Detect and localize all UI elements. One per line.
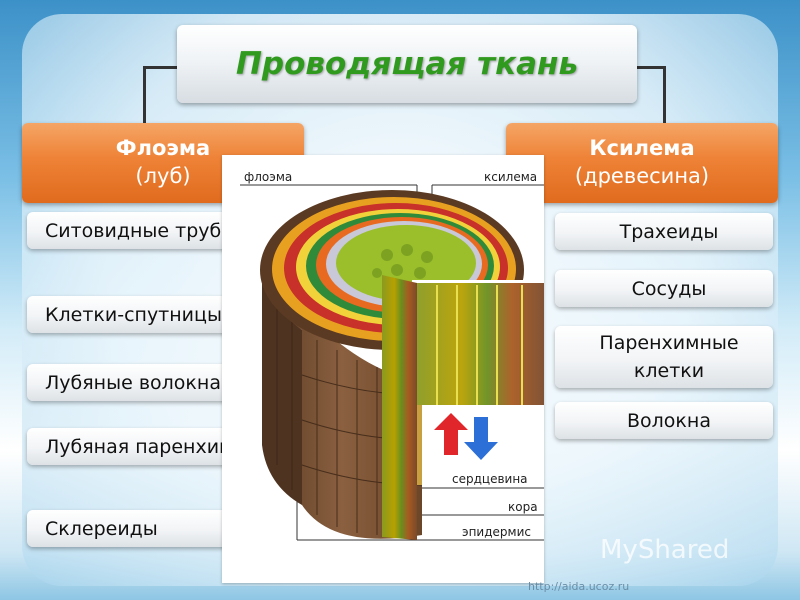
- label-pith: сердцевина: [452, 472, 528, 486]
- connector-right-vertical: [663, 66, 666, 124]
- label-xylem: ксилема: [484, 170, 537, 184]
- xylem-header: Ксилема (древесина): [506, 123, 778, 203]
- label-phloem: флоэма: [244, 170, 292, 184]
- cut-face-lower: [417, 405, 422, 485]
- xylem-item: Паренхимные клетки: [555, 326, 773, 388]
- connector-right-horizontal: [636, 66, 666, 69]
- stem-diagram: флоэма ксилема сердцевина кора эпидермис: [240, 170, 544, 541]
- connector-left-horizontal: [143, 66, 179, 69]
- flow-arrows: [434, 413, 498, 460]
- pith-cells: [372, 244, 433, 279]
- watermark: MyShared: [600, 535, 730, 565]
- cut-face-back: [417, 283, 544, 405]
- phloem-subtitle: (луб): [135, 164, 191, 188]
- phloem-name: Флоэма: [115, 136, 211, 160]
- cut-face-stripes: [436, 285, 523, 405]
- arrow-up-icon: [434, 413, 468, 455]
- xylem-item: Трахеиды: [555, 213, 773, 250]
- xylem-name: Ксилема: [589, 136, 695, 160]
- xylem-item: Волокна: [555, 402, 773, 439]
- label-cortex: кора: [508, 500, 538, 514]
- arrow-down-icon: [464, 417, 498, 460]
- xylem-subtitle: (древесина): [574, 164, 710, 188]
- label-epidermis: эпидермис: [462, 525, 531, 539]
- title-box: Проводящая ткань: [177, 25, 637, 103]
- xylem-item: Сосуды: [555, 270, 773, 307]
- cut-face-left: [382, 275, 417, 540]
- source-url: http://aida.ucoz.ru: [528, 580, 630, 593]
- connector-left-vertical: [143, 66, 146, 124]
- stem-illustration: флоэма ксилема сердцевина кора эпидермис: [222, 155, 544, 583]
- page-title: Проводящая ткань: [235, 46, 579, 82]
